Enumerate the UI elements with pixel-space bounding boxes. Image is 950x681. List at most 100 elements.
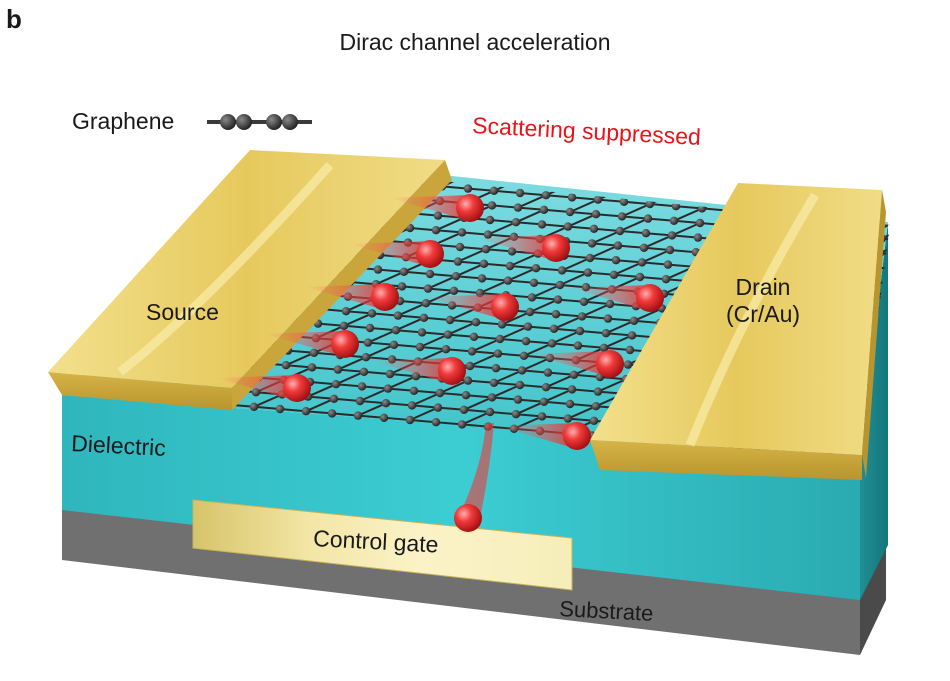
graphene-atom (249, 402, 259, 411)
graphene-bond (918, 360, 944, 362)
graphene-atom (693, 233, 703, 242)
graphene-bond (527, 325, 555, 330)
graphene-bond (377, 268, 405, 273)
graphene-atom (483, 230, 493, 239)
graphene-atom (471, 318, 481, 327)
graphene-bond (461, 411, 491, 426)
graphene-atom (934, 401, 942, 409)
graphene-atom (910, 385, 918, 393)
graphene-atom (393, 311, 403, 320)
graphene-bond (567, 225, 595, 230)
graphene-bond (599, 376, 627, 381)
graphene-atom (563, 414, 573, 423)
graphene-bond (465, 394, 493, 399)
graphene-bond (571, 388, 599, 393)
graphene-bond (409, 406, 439, 421)
graphene-atom (449, 286, 459, 295)
graphene-bond (543, 400, 571, 405)
electron (454, 423, 494, 532)
graphene-bond (463, 408, 491, 413)
graphene-atom (617, 212, 627, 221)
graphene-bond (910, 214, 938, 226)
graphene-atom (727, 177, 737, 186)
graphene-bond (545, 373, 575, 389)
graphene-atom (547, 339, 557, 348)
graphene-bond (509, 252, 539, 267)
graphene-bond (313, 351, 341, 356)
graphene-atom (507, 247, 517, 256)
graphene-bond (605, 319, 635, 335)
graphene-bond (555, 313, 583, 318)
graphene-atom (619, 197, 629, 206)
graphene-bond (493, 369, 523, 384)
graphene-bond (285, 351, 315, 367)
graphene-bond (643, 234, 673, 249)
graphene-bond (645, 232, 673, 237)
graphene-bond (667, 263, 695, 268)
graphene-bond (912, 211, 938, 213)
graphene-bond (940, 391, 950, 393)
graphene-bond (591, 242, 619, 247)
graphene-atom (433, 403, 443, 412)
graphene-bond (357, 402, 387, 417)
graphene-bond (453, 289, 481, 294)
graphene-bond (419, 333, 449, 348)
graphene-atom (353, 411, 363, 420)
graphene-atom (417, 328, 427, 337)
graphene-atom (397, 282, 407, 291)
graphene-atom (587, 239, 597, 248)
electron (497, 422, 591, 450)
graphene-bond (523, 342, 553, 357)
graphene-atom (494, 157, 502, 165)
graphene-atom (469, 332, 479, 341)
graphene-bond (597, 378, 627, 393)
graphene-bond (515, 221, 543, 226)
graphene-bond (633, 319, 661, 324)
graphene-bond (345, 310, 373, 315)
graphene-bond (591, 230, 621, 245)
graphene-atom (934, 209, 942, 217)
graphene-atom (910, 193, 918, 201)
graphene-atom (359, 367, 369, 376)
graphene-atom (409, 386, 419, 395)
graphene-bond (553, 327, 581, 332)
graphene-bond (501, 323, 529, 328)
graphene-atom (477, 274, 487, 283)
graphene-bond (455, 262, 485, 278)
graphene-atom (665, 245, 675, 255)
graphene-bond (879, 252, 890, 257)
graphene-bond (621, 203, 651, 218)
graphene-atom (467, 347, 477, 356)
graphene-bond (633, 307, 663, 322)
graphene-bond (703, 180, 733, 195)
graphene-bond (936, 420, 950, 422)
graphene-bond (531, 284, 561, 299)
graphene-bond (365, 356, 393, 361)
graphene-bond (607, 317, 635, 322)
graphene-bond (627, 171, 655, 176)
graphene-bond (567, 405, 597, 420)
graphene-bond (879, 239, 890, 254)
electron (425, 293, 519, 321)
graphene-bond (389, 373, 417, 378)
graphene-bond (894, 330, 922, 342)
graphene-bond (573, 181, 601, 186)
graphene-bond (457, 260, 485, 265)
graphene-atom (699, 189, 709, 198)
graphene-atom (513, 203, 523, 212)
graphene-atom (539, 205, 549, 214)
graphene-atom (383, 384, 393, 393)
graphene-bond (938, 214, 950, 216)
graphene-bond (677, 190, 705, 195)
graphene-bond (337, 356, 367, 371)
graphene-bond (439, 379, 469, 394)
graphene-bond (553, 315, 583, 330)
graphene-bond (904, 270, 930, 272)
graphene-bond (885, 387, 890, 403)
graphene-atom (936, 387, 944, 395)
graphene-bond (499, 338, 527, 343)
graphene-atom (565, 399, 575, 409)
graphene-atom (545, 170, 555, 171)
graphene-bond (409, 419, 437, 424)
graphene-bond (471, 350, 499, 355)
